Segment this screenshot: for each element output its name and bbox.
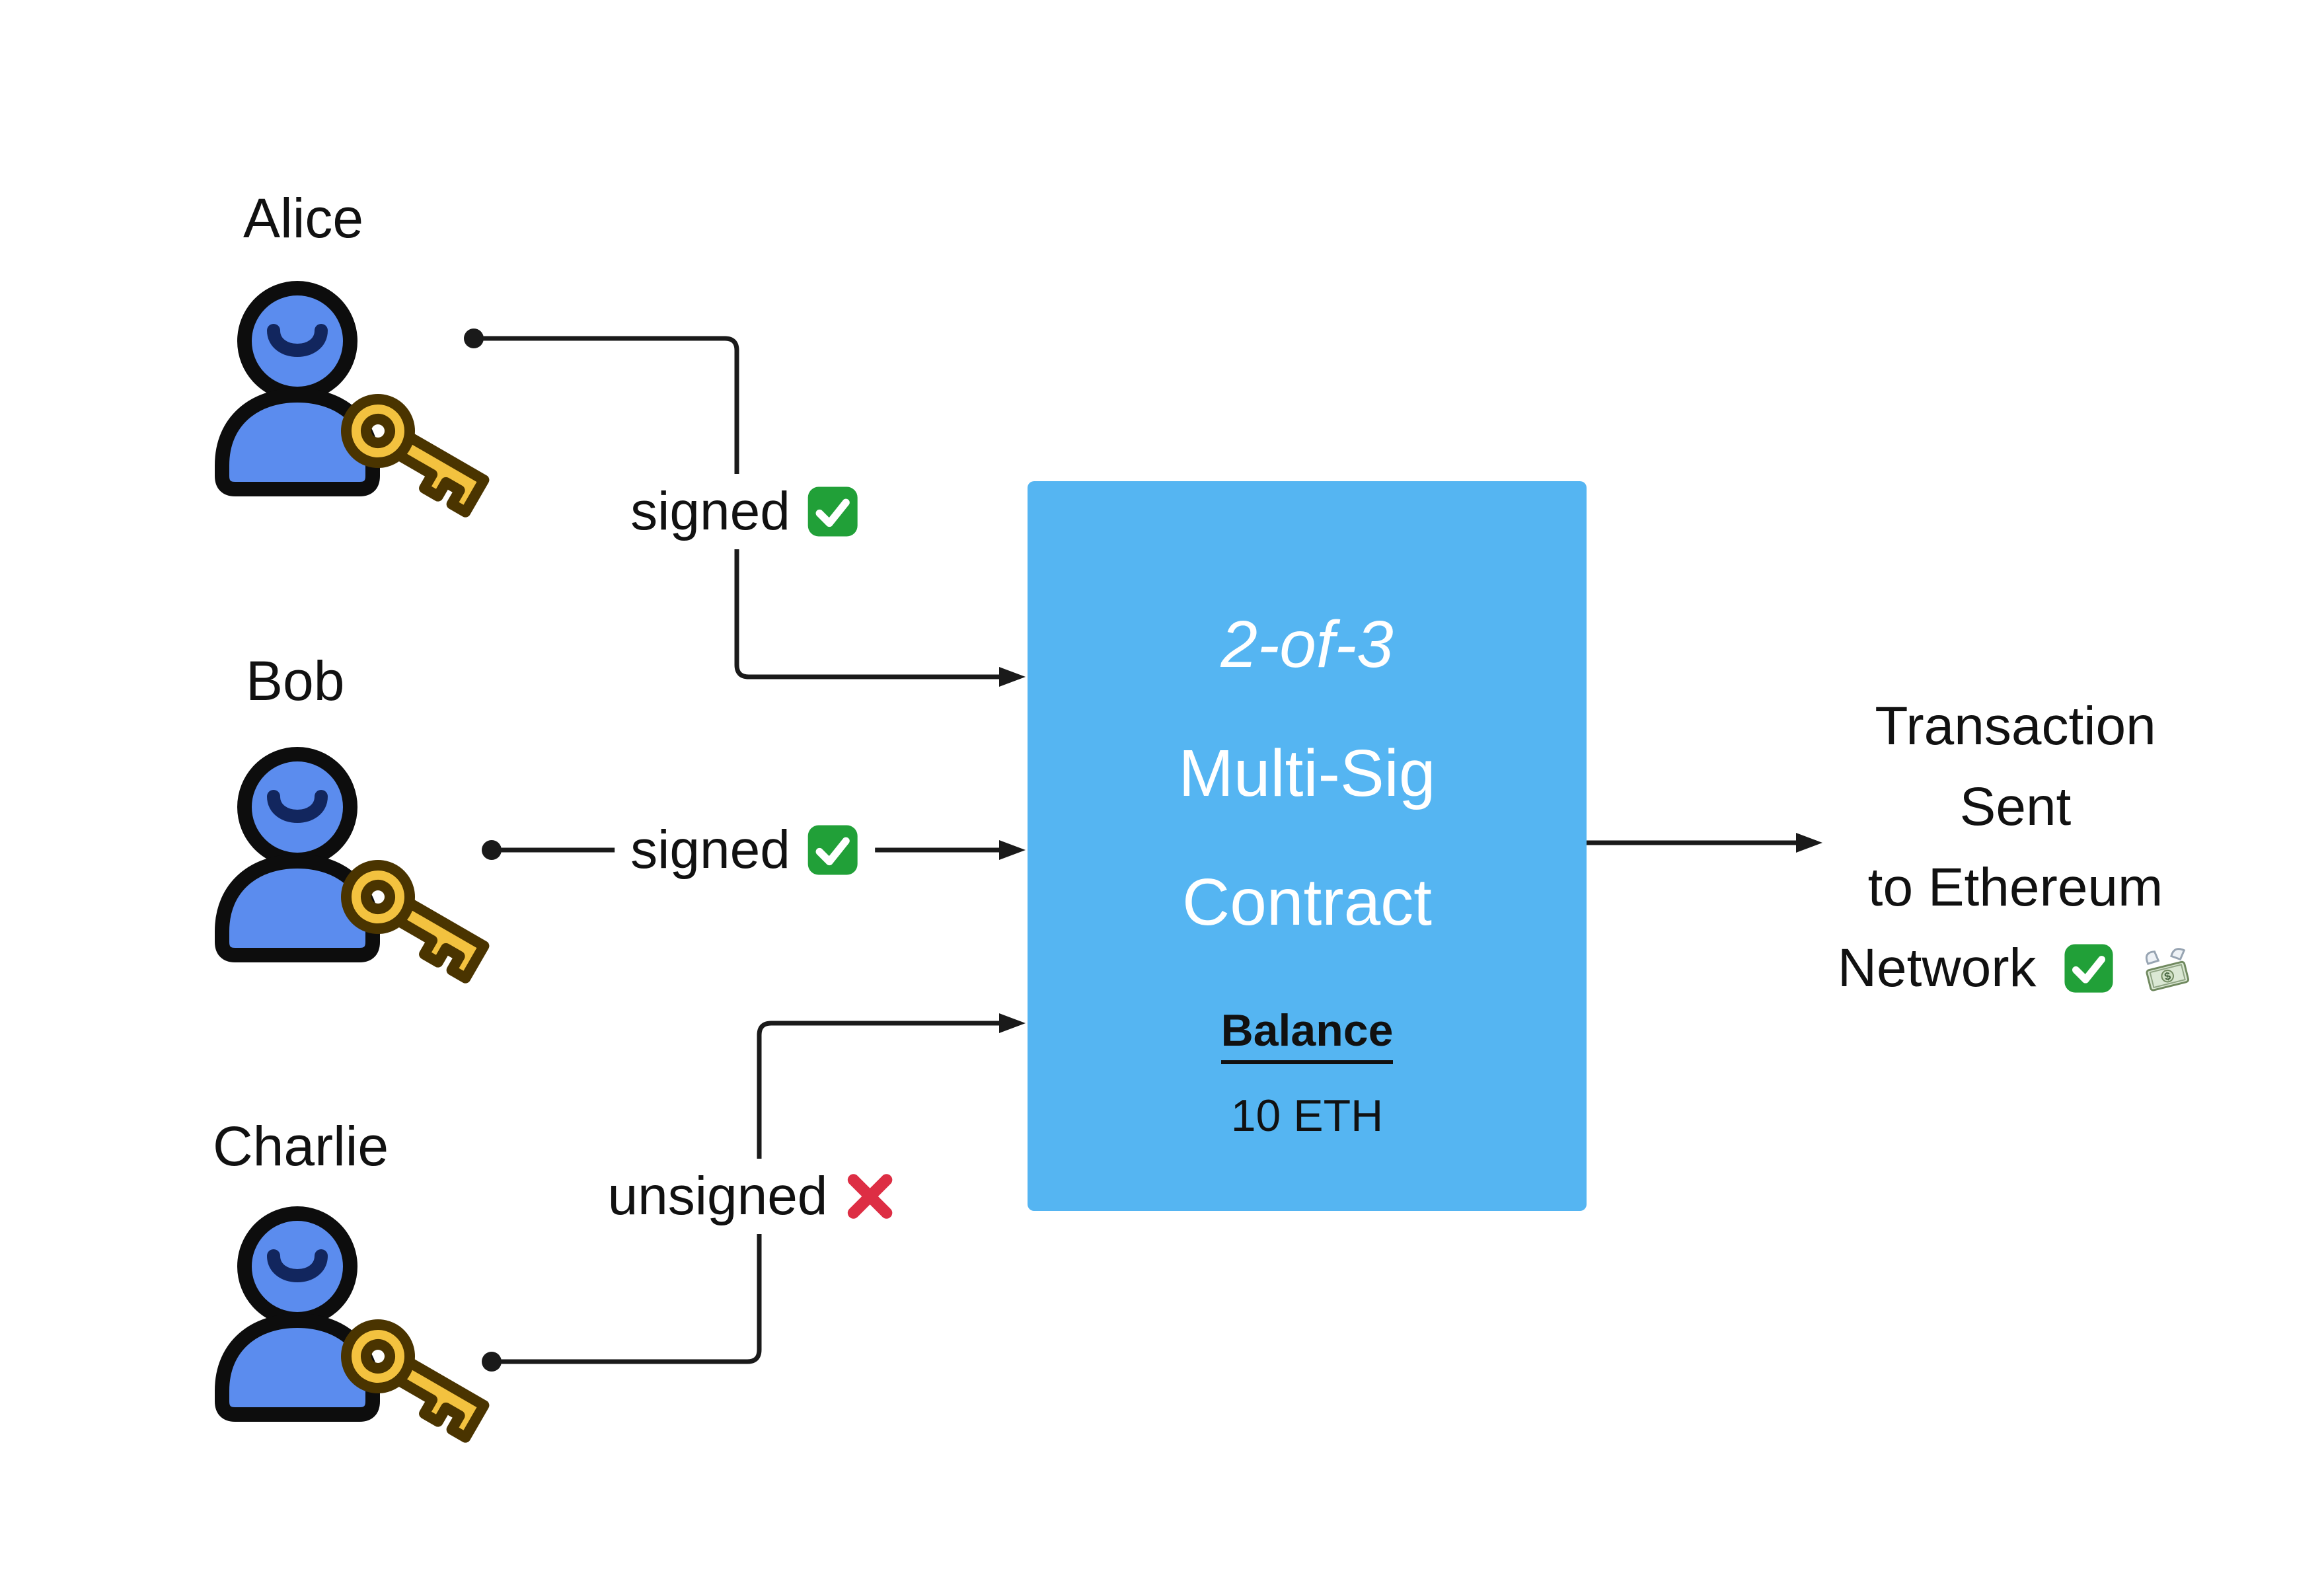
person-with-key-icon-charlie <box>198 1203 489 1441</box>
person-with-key-icon-bob <box>198 744 489 982</box>
contract-title-line-3: Contract <box>1182 865 1432 939</box>
connector-dot-charlie <box>482 1352 502 1372</box>
arrowhead-bob <box>999 840 1026 860</box>
actor-name-bob: Bob <box>246 650 345 712</box>
output-line-4: Network <box>1784 928 2247 1009</box>
actor-name-charlie: Charlie <box>213 1115 389 1177</box>
signature-text-alice: signed <box>630 481 790 541</box>
signature-text-charlie: unsigned <box>607 1166 828 1226</box>
signature-label-charlie: unsigned <box>591 1159 913 1234</box>
contract-balance-value: 10 ETH <box>1230 1091 1384 1141</box>
signature-text-bob: signed <box>630 820 790 880</box>
connector-dot-alice <box>464 329 484 348</box>
cross-icon <box>843 1170 896 1223</box>
signature-label-bob: signed <box>615 812 875 888</box>
arrowhead-alice <box>999 667 1026 687</box>
contract-balance-label: Balance <box>1028 1004 1587 1064</box>
balance-label-text: Balance <box>1220 1004 1394 1064</box>
actor-name-alice: Alice <box>243 187 364 249</box>
check-icon <box>806 485 859 538</box>
arrowhead-charlie <box>999 1013 1026 1033</box>
check-icon <box>806 824 859 876</box>
multisig-contract-box: 2-of-3 Multi-Sig Contract Balance 10 ETH <box>1028 481 1587 1211</box>
contract-title-line-2: Multi-Sig <box>1178 736 1436 810</box>
connector-dot-bob <box>482 840 502 860</box>
output-caption: Transaction Sent to Ethereum Network <box>1784 686 2247 1009</box>
money-with-wings-icon <box>2145 948 2191 992</box>
person-with-key-icon-alice <box>198 278 489 516</box>
output-line-4-text: Network <box>1837 938 2037 998</box>
contract-title-line-1: 2-of-3 <box>1220 607 1394 681</box>
output-line-2: Sent <box>1959 777 2072 837</box>
check-icon <box>2063 943 2115 994</box>
arrowhead-output <box>1796 833 1822 853</box>
output-line-3: to Ethereum <box>1867 857 2163 917</box>
output-line-1: Transaction <box>1875 696 2156 756</box>
signature-label-alice: signed <box>615 474 875 549</box>
